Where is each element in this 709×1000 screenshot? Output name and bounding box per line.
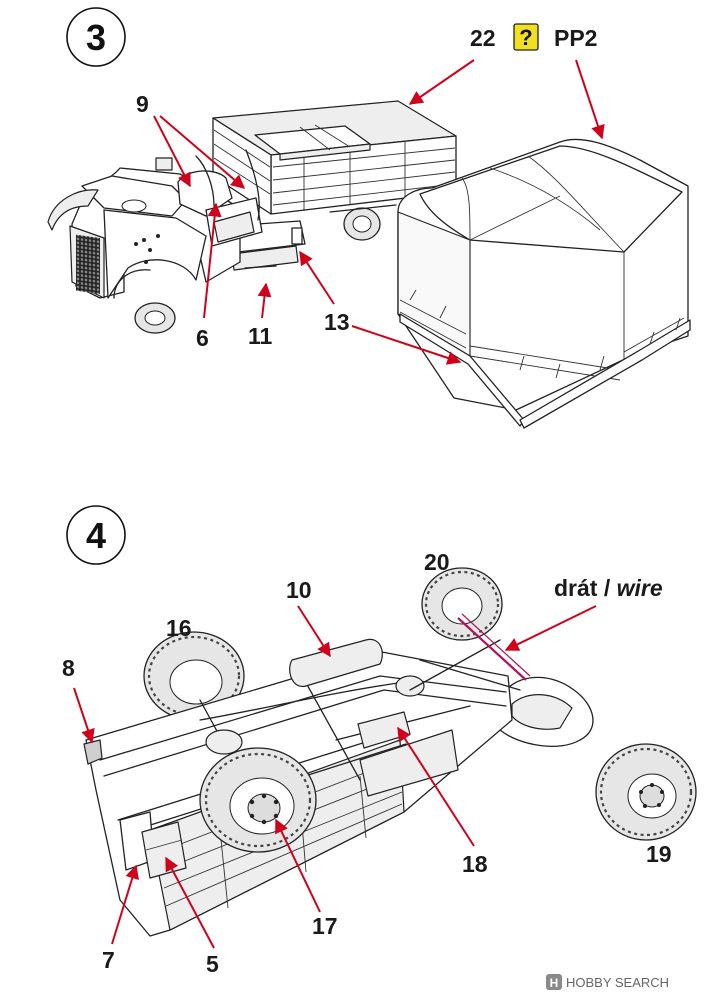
arrow-10 xyxy=(297,605,331,658)
wheel-19 xyxy=(595,743,697,841)
step-4-number: 4 xyxy=(86,515,106,556)
rear-wheel xyxy=(329,204,397,241)
step-3-badge: 3 xyxy=(66,7,126,67)
arrow-18 xyxy=(397,726,475,847)
part-18-label: 18 xyxy=(462,851,488,877)
watermark: H HOBBY SEARCH xyxy=(546,974,669,990)
step-3-number: 3 xyxy=(86,17,106,58)
watermark-text: HOBBY SEARCH xyxy=(566,975,669,990)
arrow-6 xyxy=(203,202,222,319)
svg-text:?: ? xyxy=(519,25,532,50)
part-22-label-group: 22 ? PP2 xyxy=(470,23,597,51)
part-7-label: 7 xyxy=(102,947,115,973)
arrow-13-a xyxy=(299,250,335,305)
step-3-arrows xyxy=(153,59,605,365)
arrow-9-b xyxy=(159,115,246,189)
cargo-bed xyxy=(212,100,457,215)
part-13-label: 13 xyxy=(324,309,350,335)
part-6-label: 6 xyxy=(196,325,209,351)
wheel-20 xyxy=(421,567,503,641)
pp2-label: PP2 xyxy=(554,25,597,51)
arrow-wire xyxy=(504,605,597,651)
part-20-label: 20 xyxy=(424,549,450,575)
arrow-22 xyxy=(408,59,475,105)
part-17-label: 17 xyxy=(312,913,338,939)
arrow-8 xyxy=(73,687,95,744)
hobby-search-logo-icon: H xyxy=(546,974,562,990)
question-mark-badge-icon: ? xyxy=(513,23,539,51)
part-9-label: 9 xyxy=(136,91,149,117)
part-8-label: 8 xyxy=(62,655,75,681)
step-4: 4 xyxy=(62,505,697,977)
wheel-16 xyxy=(143,631,245,721)
part-10-label: 10 xyxy=(286,577,312,603)
arrow-11 xyxy=(257,282,272,319)
part-5-label: 5 xyxy=(206,951,219,977)
wire-label: drát / wire xyxy=(554,575,663,601)
spare-wheel-17 xyxy=(199,747,317,853)
step-3: 3 xyxy=(47,7,691,429)
arrow-17 xyxy=(275,818,321,913)
canvas-cover xyxy=(397,138,691,429)
part-19-label: 19 xyxy=(646,841,672,867)
arrow-5 xyxy=(165,856,215,949)
arrow-9-a xyxy=(153,115,191,188)
step-4-badge: 4 xyxy=(66,505,126,565)
wire xyxy=(457,613,531,681)
front-fender xyxy=(499,676,594,747)
part-11-label: 11 xyxy=(248,323,273,349)
svg-text:H: H xyxy=(550,976,559,990)
part-16-label: 16 xyxy=(166,615,192,641)
arrow-13-b xyxy=(351,325,462,365)
part-22-label: 22 xyxy=(470,25,496,51)
arrow-7 xyxy=(111,864,139,945)
step-4-arrows xyxy=(73,605,597,949)
truck-cab xyxy=(47,149,263,334)
arrow-pp2 xyxy=(575,59,605,140)
